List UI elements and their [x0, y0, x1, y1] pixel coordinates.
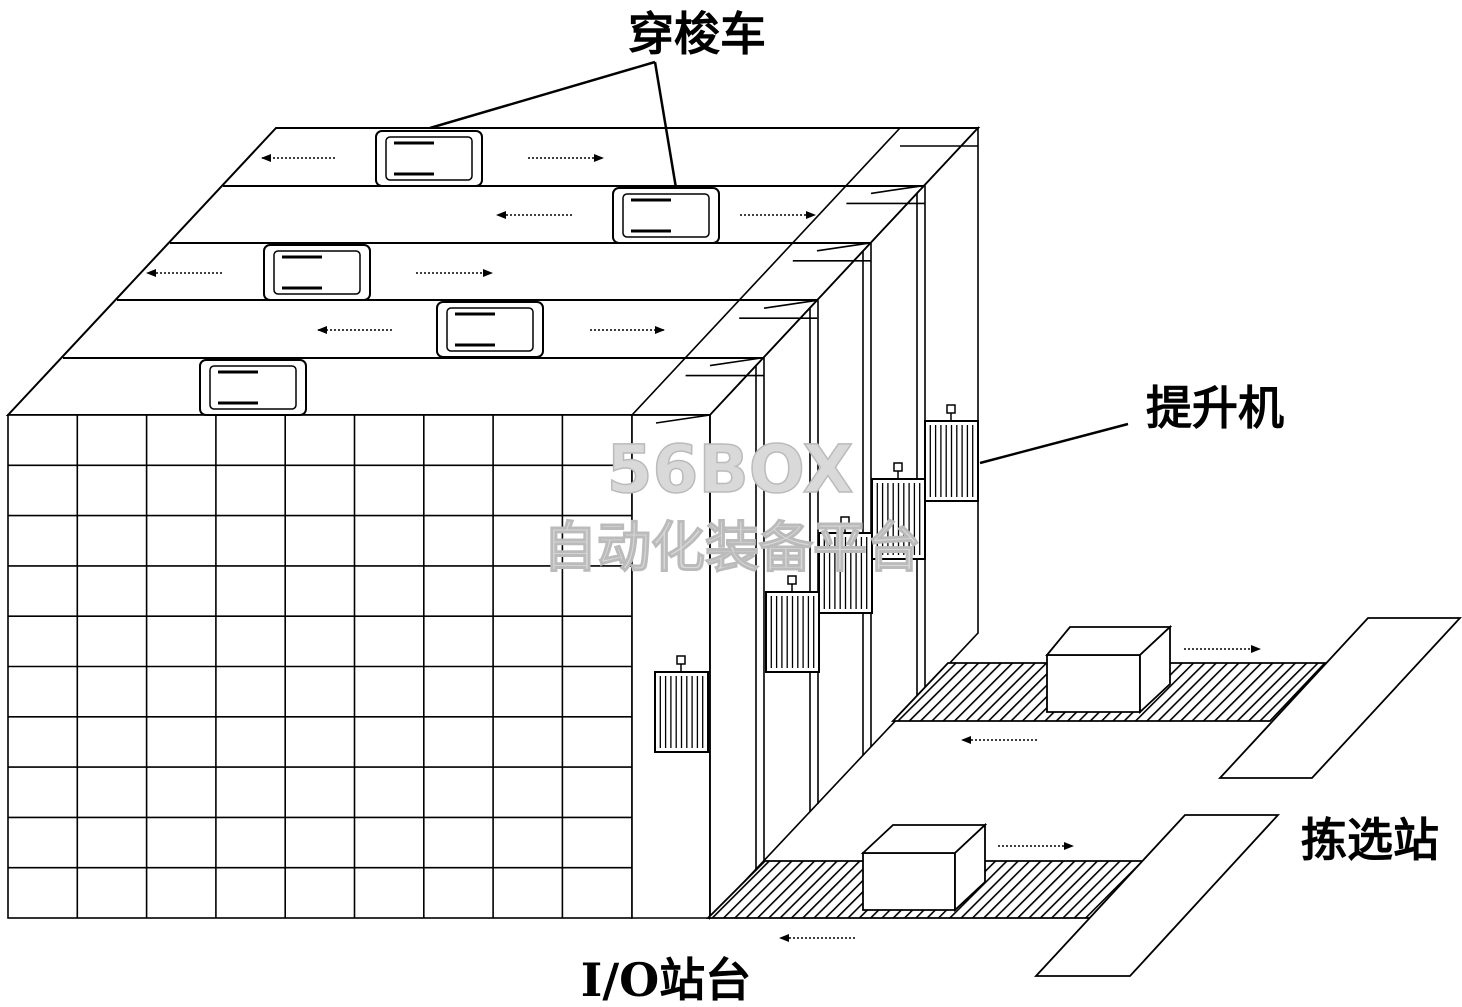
lift-carriage — [924, 404, 979, 502]
watermark-line-1: 56BOX — [607, 431, 854, 508]
picking-station-platform-2 — [1033, 814, 1281, 977]
shuttle-vehicle — [263, 244, 371, 301]
shuttle-vehicle — [436, 301, 544, 358]
lifts — [654, 404, 979, 753]
rack-front-face — [7, 414, 633, 919]
floor-conveyors — [705, 617, 1462, 977]
leader-lines — [429, 60, 1129, 465]
watermark-line-2: 自动化装备平台 — [543, 516, 921, 579]
box-1 — [1045, 624, 1173, 715]
lift-carriage — [818, 516, 873, 614]
shuttles — [199, 130, 720, 416]
box-2 — [860, 822, 988, 913]
label-lift: 提升机 — [1146, 381, 1284, 435]
lift-carriage — [871, 462, 926, 560]
shuttle-vehicle — [612, 187, 720, 244]
picking-station-platform-1 — [1217, 617, 1462, 779]
lift-carriage — [765, 575, 820, 673]
shuttle-vehicle — [375, 130, 483, 187]
shuttle-vehicle — [199, 359, 307, 416]
lift-carriage — [654, 655, 709, 753]
label-io-station: I/O站台 — [581, 953, 751, 1007]
label-picking-station: 拣选站 — [1301, 813, 1439, 867]
direction-arrows — [146, 154, 1261, 942]
label-shuttle: 穿梭车 — [628, 7, 766, 61]
